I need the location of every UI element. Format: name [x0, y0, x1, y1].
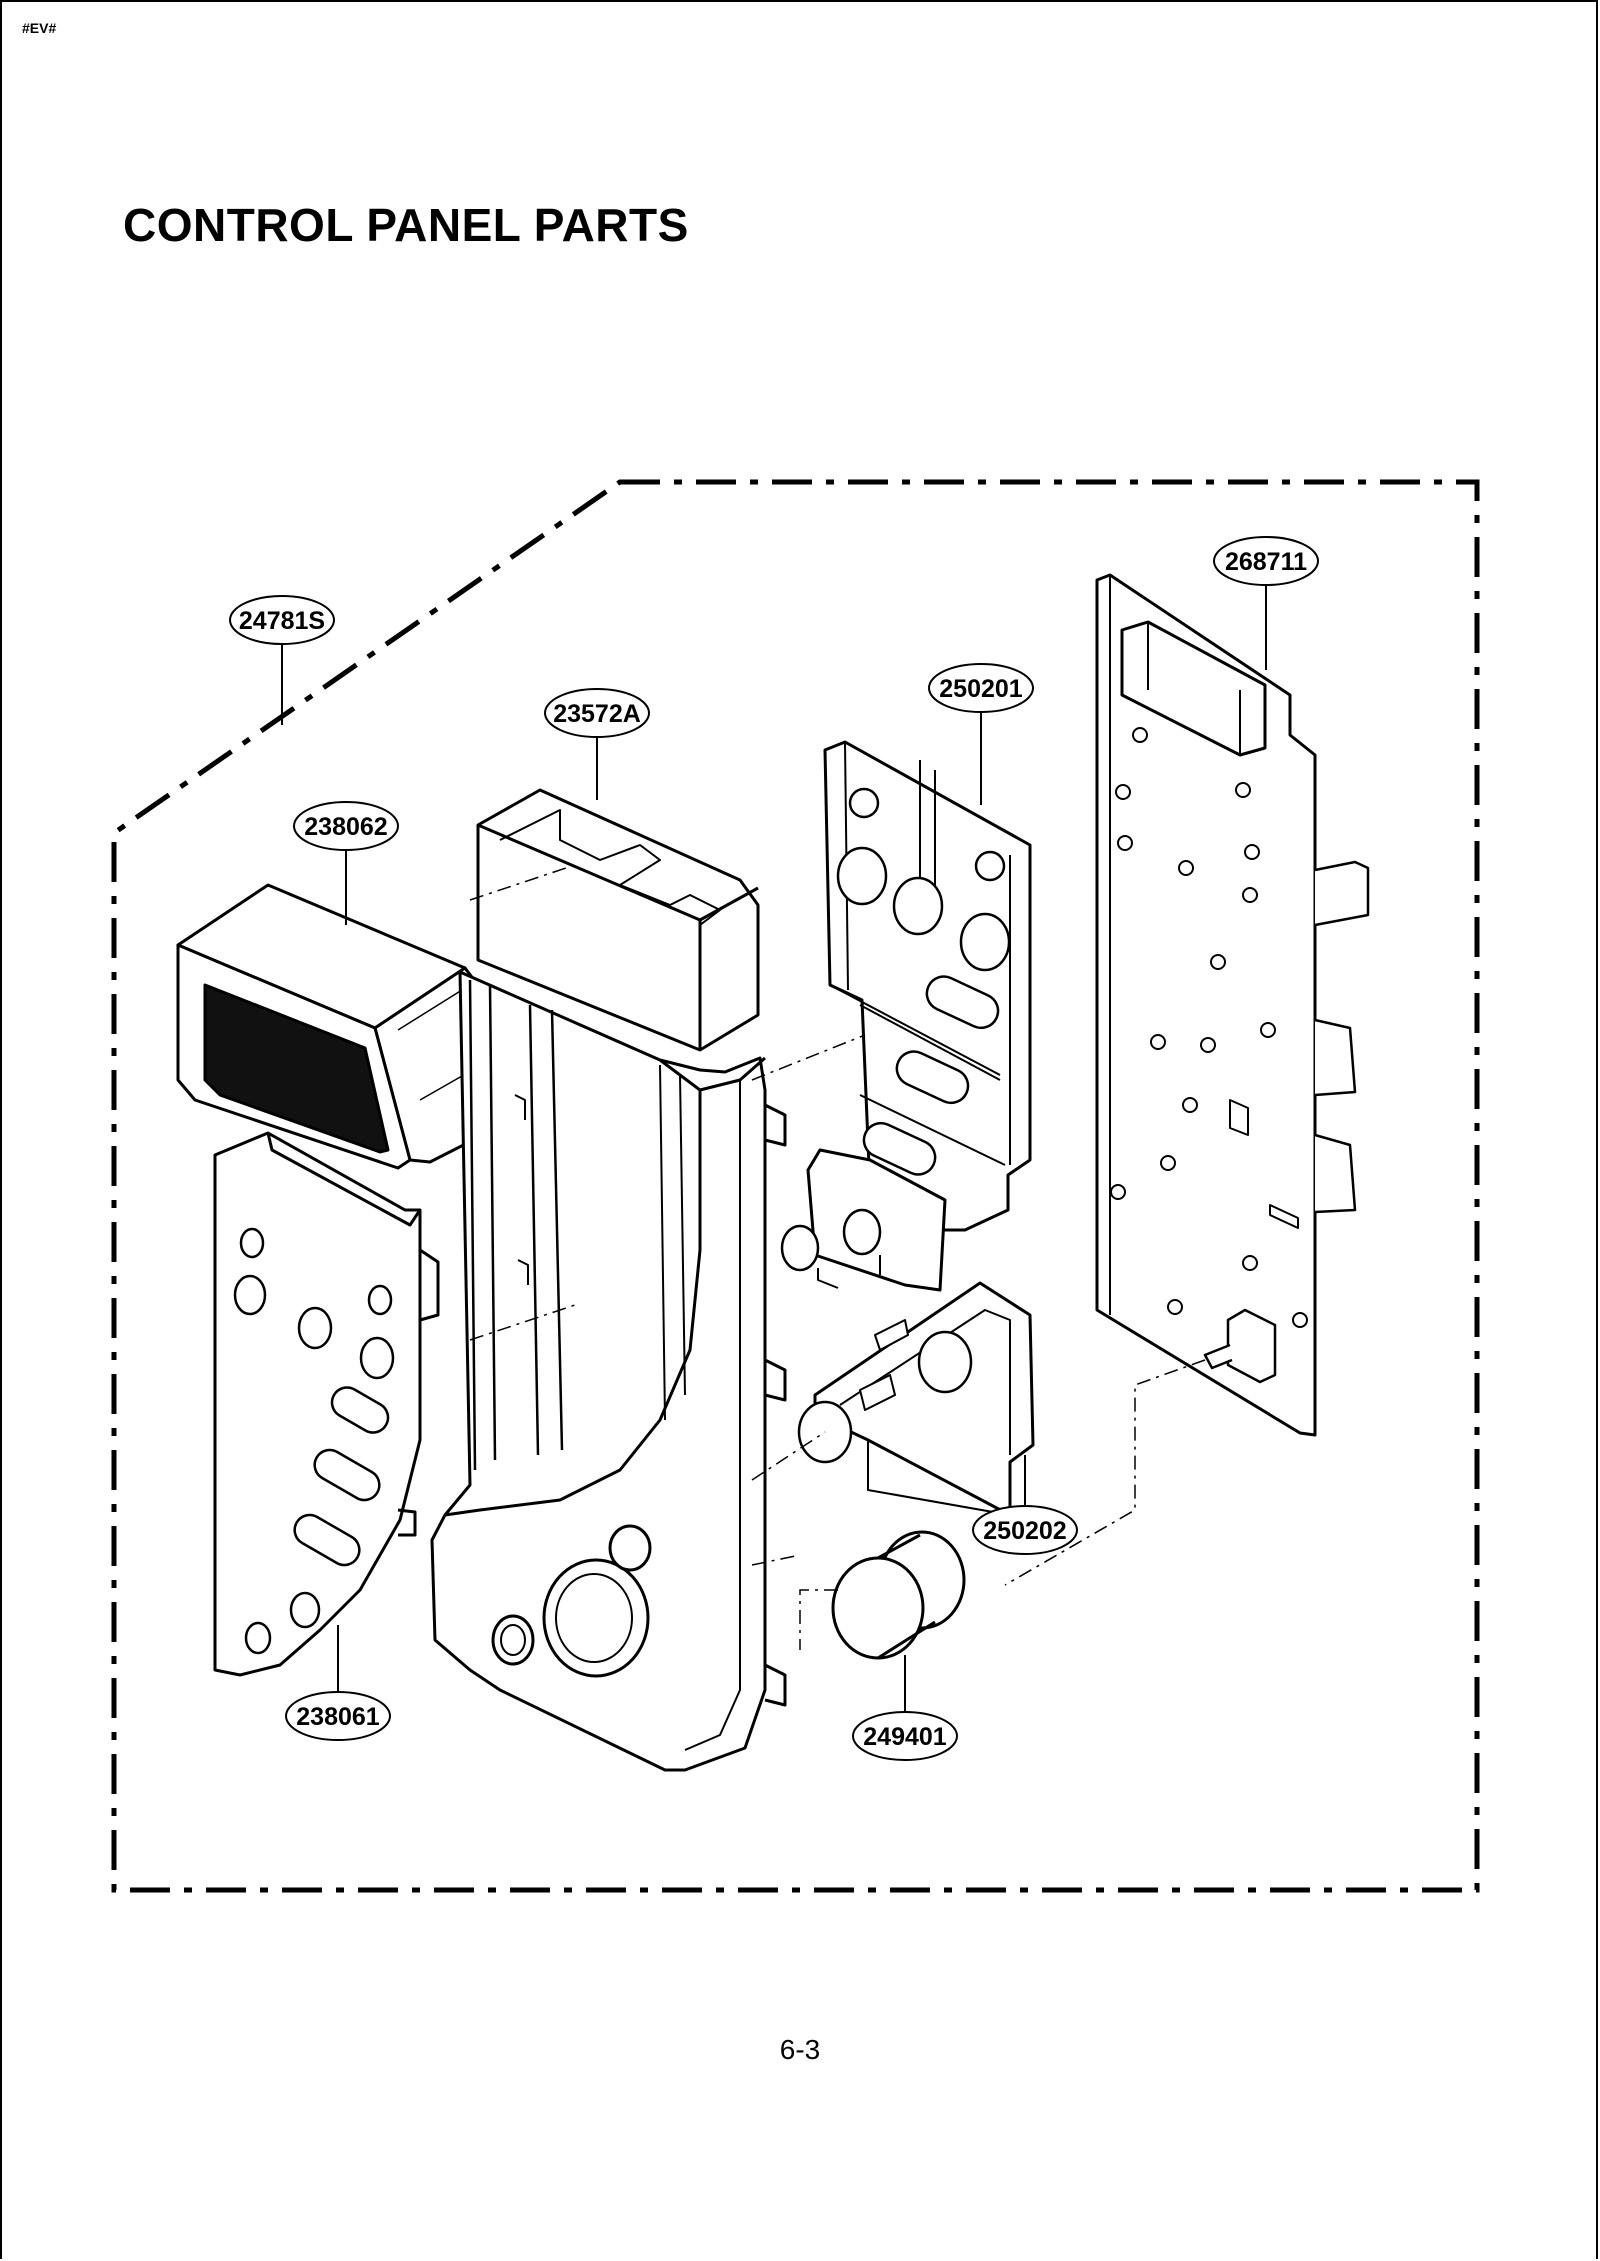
part-knob-holder: [797, 1281, 1035, 1517]
svg-text:238062: 238062: [304, 813, 387, 841]
part-pcb-assembly: [1095, 573, 1370, 1437]
page-number: 6-3: [779, 2034, 821, 2065]
svg-text:250202: 250202: [983, 1517, 1066, 1545]
callout-238062: 238062: [293, 801, 399, 925]
svg-text:250201: 250201: [939, 675, 1023, 703]
part-key-sheet: [213, 1131, 440, 1677]
callout-238061: 238061: [285, 1625, 391, 1741]
svg-text:249401: 249401: [863, 1723, 947, 1751]
svg-text:238061: 238061: [296, 1703, 380, 1731]
callout-24781S: 24781S: [229, 595, 335, 725]
callout-268711: 268711: [1213, 536, 1319, 670]
part-button-holder: [780, 740, 1032, 1292]
callout-250201: 250201: [928, 663, 1034, 805]
part-display-window: [176, 883, 495, 1170]
page-title: CONTROL PANEL PARTS: [123, 199, 689, 251]
part-knob: [831, 1530, 966, 1660]
assembly-boundary: [111, 479, 1480, 1893]
assembly-guide-lines: [469, 864, 1206, 1650]
callout-250202: 250202: [972, 1455, 1078, 1555]
callout-23572A: 23572A: [544, 688, 650, 800]
callout-249401: 249401: [852, 1655, 958, 1761]
part-main-frame: [430, 788, 787, 1772]
svg-text:24781S: 24781S: [239, 607, 325, 635]
svg-text:268711: 268711: [1225, 548, 1307, 576]
document-code: #EV#: [22, 20, 57, 36]
svg-text:23572A: 23572A: [553, 700, 641, 728]
